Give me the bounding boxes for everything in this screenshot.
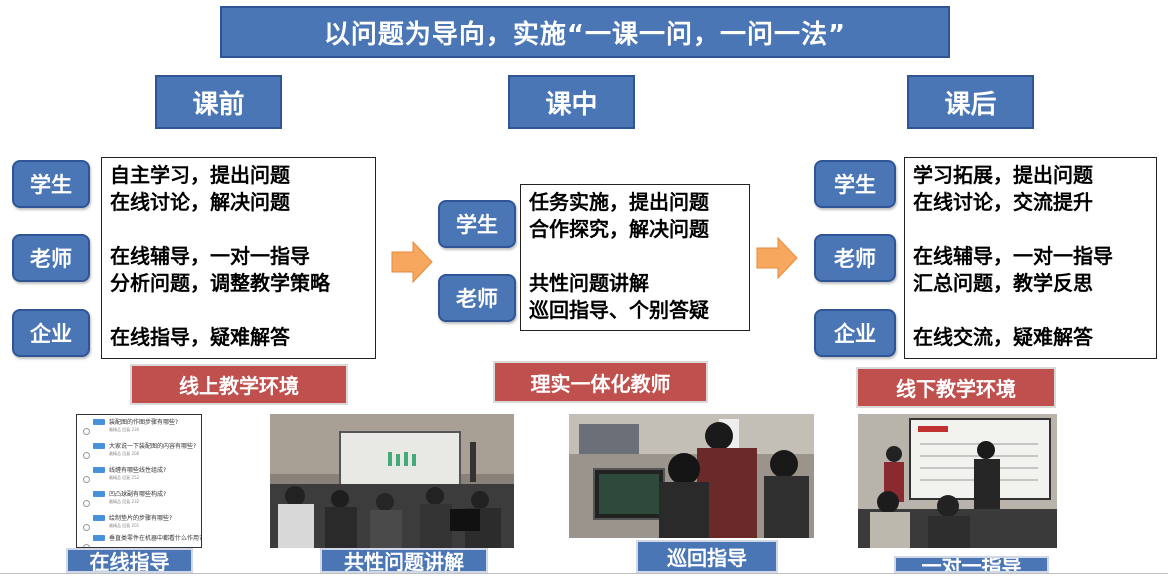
before-activities-box: 自主学习，提出问题 在线讨论，解决问题 在线辅导，一对一指导 分析问题，调整教学…: [101, 157, 376, 359]
role-student-before: 学生: [12, 160, 90, 208]
role-enterprise-after: 企业: [814, 309, 896, 357]
before-environment-label: 线上教学环境: [130, 364, 348, 405]
page-title: 以问题为导向，实施“一课一问，一问一法”: [220, 6, 950, 58]
after-activities-box: 学习拓展，提出问题 在线讨论，交流提升 在线辅导，一对一指导 汇总问题，教学反思…: [904, 157, 1157, 359]
caption-one-on-one-guidance: 一对一指导: [894, 556, 1049, 573]
role-student-after: 学生: [814, 160, 896, 208]
phase-during-header: 课中: [508, 75, 635, 129]
forum-screenshot-image: 装配图的作图步骤有哪些? 最精品 回复 230 大家说一下装配图的内容有哪些? …: [76, 414, 202, 548]
before-student-line-2: 在线讨论，解决问题: [110, 190, 290, 214]
caption-online-guidance: 在线指导: [66, 548, 193, 573]
after-environment-label: 线下教学环境: [856, 367, 1056, 408]
roaming-guidance-photo: [569, 414, 814, 538]
arrow-right-icon: [756, 236, 798, 280]
caption-common-problem-explanation: 共性问题讲解: [320, 548, 488, 573]
after-student-line-1: 学习拓展，提出问题: [913, 163, 1093, 187]
before-student-line-1: 自主学习，提出问题: [110, 163, 290, 187]
after-student-line-2: 在线讨论，交流提升: [913, 190, 1093, 214]
phase-after-header: 课后: [907, 75, 1034, 129]
role-student-during: 学生: [438, 200, 516, 248]
one-on-one-photo: [858, 414, 1057, 548]
forum-question-item: 凹凸球副有哪些构成? 最精品 回复 232: [83, 489, 197, 513]
during-teacher-line-1: 共性问题讲解: [529, 271, 649, 295]
during-teacher-line-2: 巡回指导、个别答疑: [529, 298, 709, 322]
during-activities-box: 任务实施，提出问题 合作探究，解决问题 共性问题讲解 巡回指导、个别答疑: [520, 184, 750, 331]
forum-question-item: 线缠有哪些线性组成? 最精品 回复 252: [83, 465, 197, 489]
forum-question-item: 垂直类零件在机器中都看什么作用?: [83, 533, 201, 547]
role-teacher-during: 老师: [438, 274, 516, 322]
before-enterprise-line-1: 在线指导，疑难解答: [110, 325, 290, 349]
forum-question-item: 大家说一下装配图的内容有哪些? 最精品 回复 200: [83, 441, 197, 465]
role-teacher-after: 老师: [814, 234, 896, 282]
bottom-divider: [0, 573, 1168, 574]
during-student-line-2: 合作探究，解决问题: [529, 217, 709, 241]
classroom-lecture-photo: [270, 414, 514, 548]
forum-question-item: 装配图的作图步骤有哪些? 最精品 回复 230: [83, 417, 197, 441]
after-enterprise-line-1: 在线交流，疑难解答: [913, 325, 1093, 349]
after-teacher-line-1: 在线辅导，一对一指导: [913, 244, 1113, 268]
phase-before-header: 课前: [155, 75, 282, 129]
during-student-line-1: 任务实施，提出问题: [529, 190, 709, 214]
role-enterprise-before: 企业: [12, 309, 90, 357]
before-teacher-line-1: 在线辅导，一对一指导: [110, 244, 310, 268]
role-teacher-before: 老师: [12, 234, 90, 282]
before-teacher-line-2: 分析问题，调整教学策略: [110, 271, 330, 295]
forum-question-item: 绘制垫片的步骤有哪些? 最精品 回复 201: [83, 513, 197, 537]
arrow-right-icon: [391, 240, 433, 284]
caption-roaming-guidance: 巡回指导: [636, 540, 778, 573]
after-teacher-line-2: 汇总问题，教学反思: [913, 271, 1093, 295]
during-environment-label: 理实一体化教师: [493, 361, 708, 403]
